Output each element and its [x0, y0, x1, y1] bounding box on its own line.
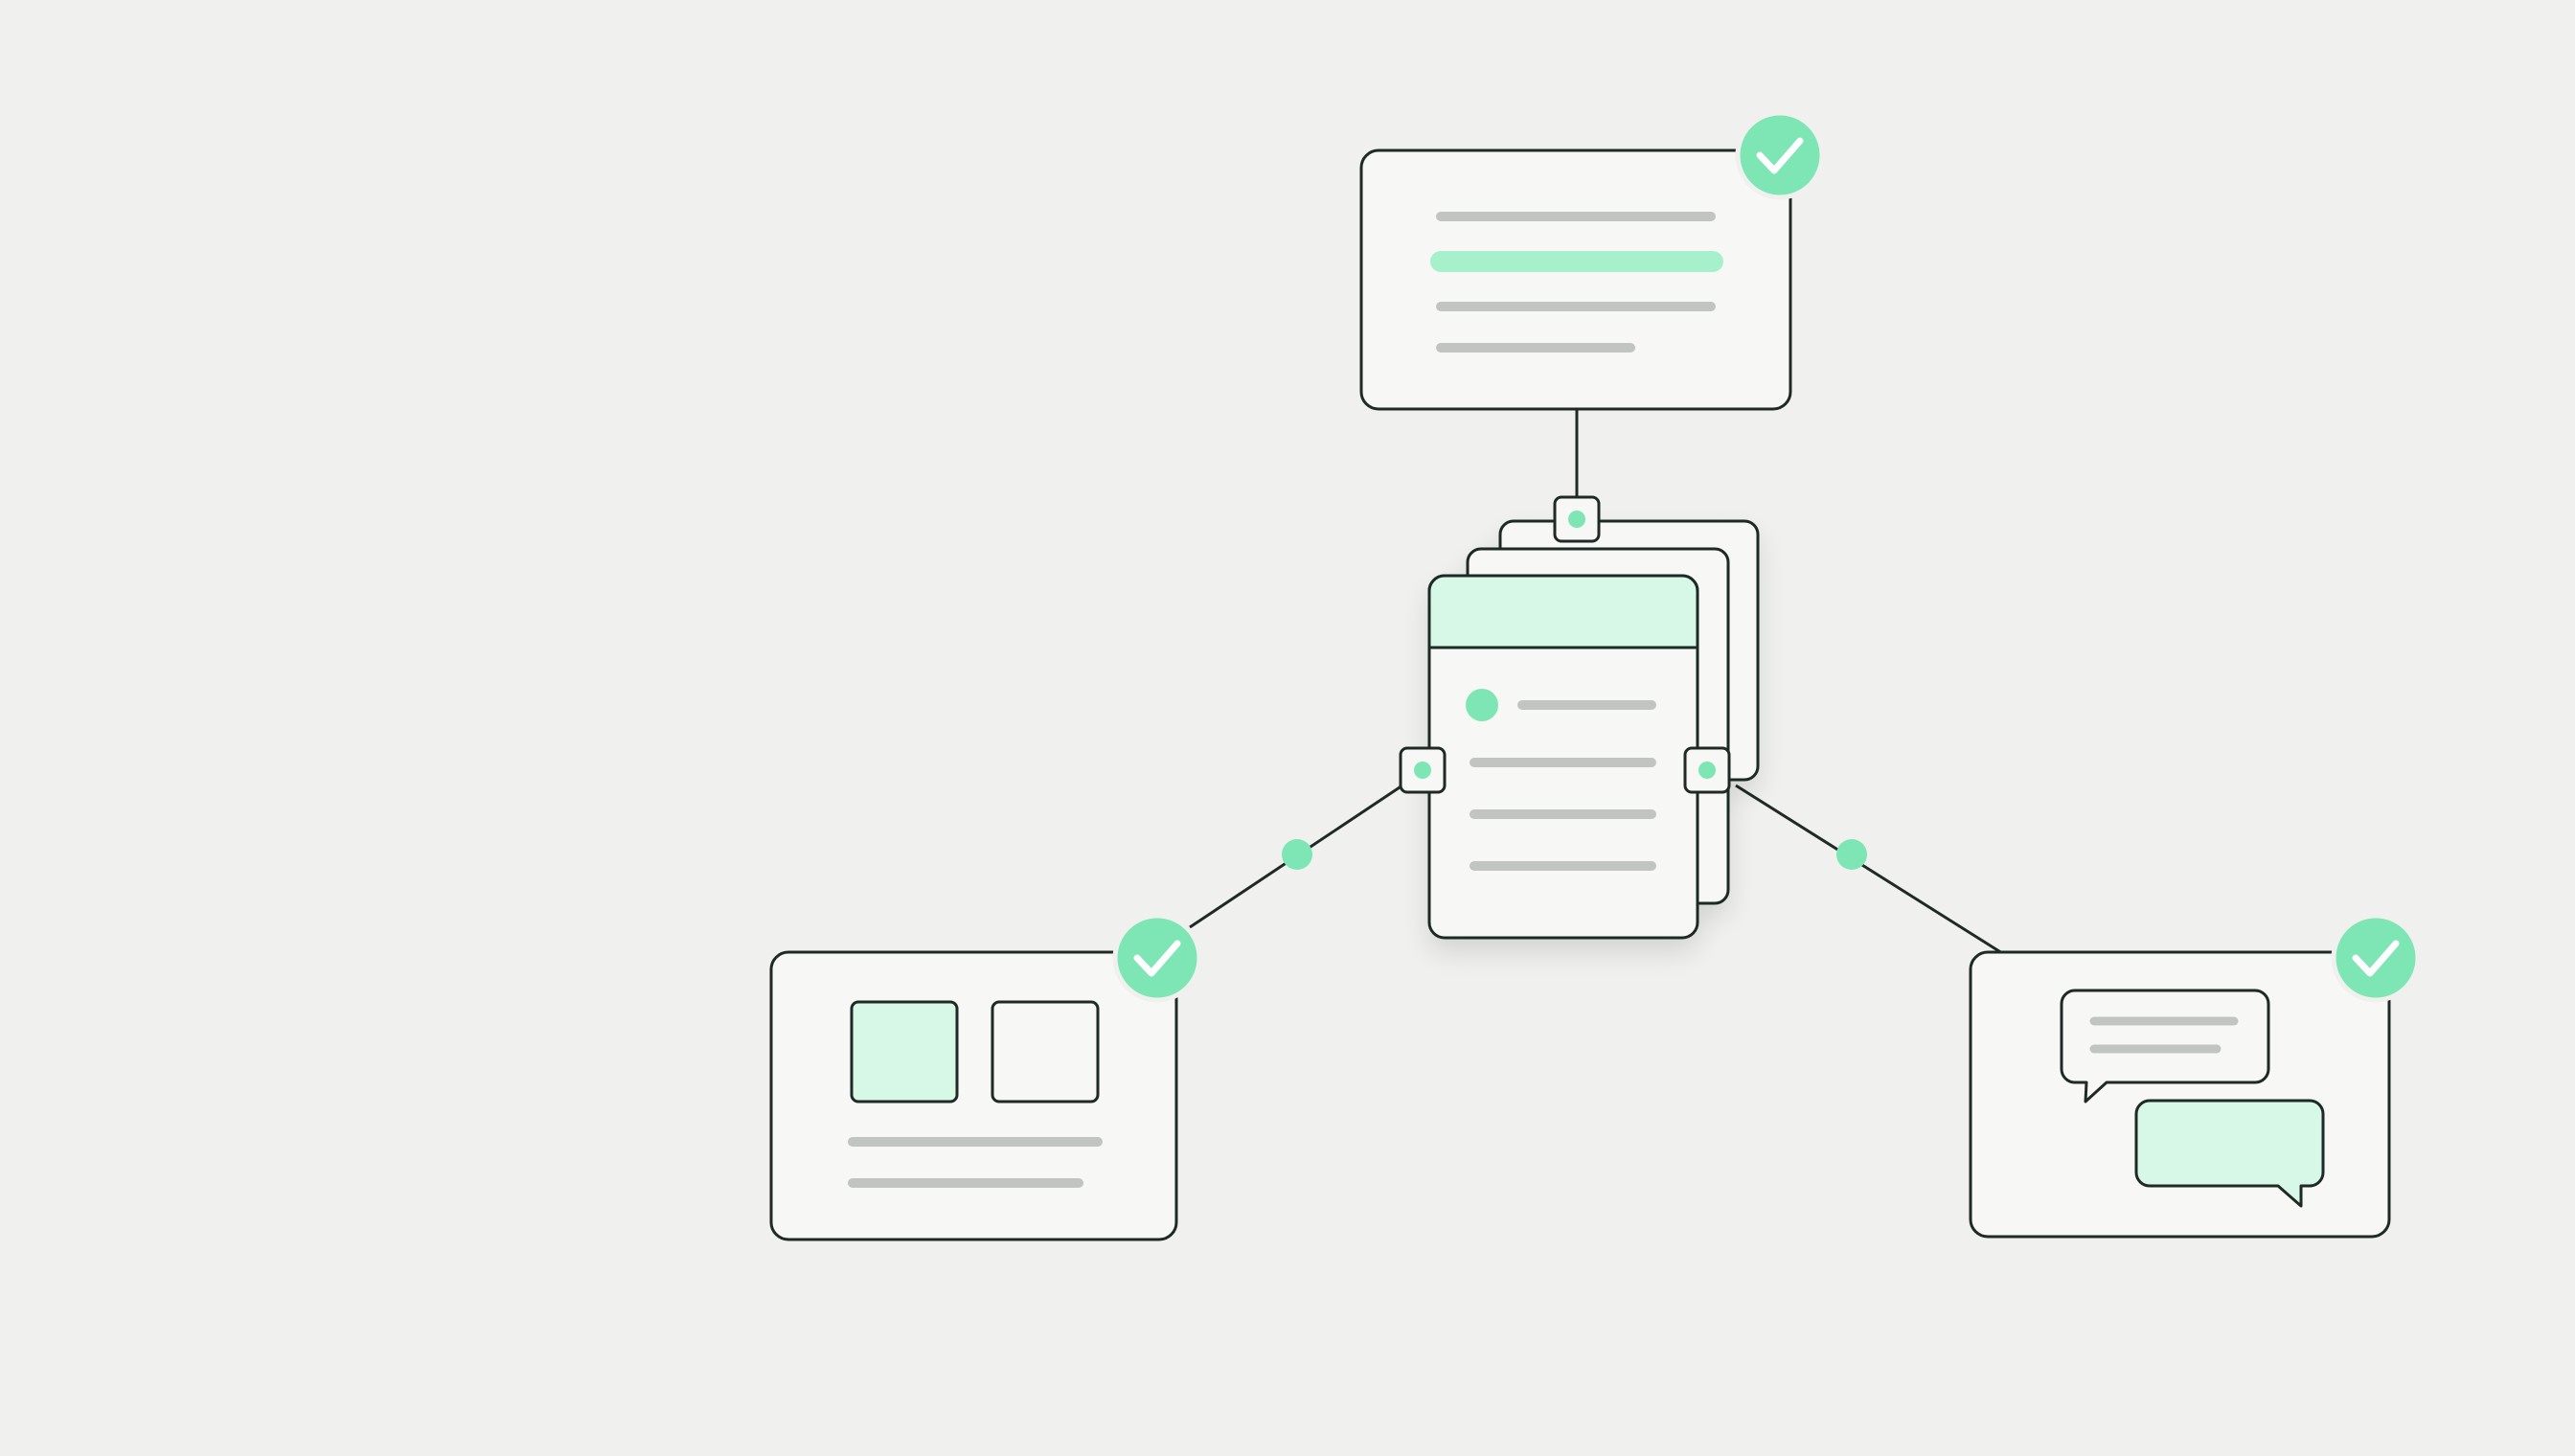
image-thumbnail [991, 1000, 1100, 1103]
stack-layer-front [1427, 574, 1699, 940]
connection-port-right[interactable] [1683, 746, 1731, 794]
document-header-band [1427, 574, 1699, 649]
chat-bubble-incoming [2060, 989, 2270, 1103]
left-card-frame [769, 950, 1178, 1241]
check-icon [1735, 110, 1825, 200]
connection-port-left[interactable] [1399, 746, 1447, 794]
top-card-frame [1359, 148, 1792, 411]
central-document-stack[interactable] [1427, 519, 1760, 940]
chat-bubble-outgoing [2134, 1099, 2325, 1208]
connection-port-top[interactable] [1553, 495, 1601, 543]
right-chat-card[interactable] [1969, 913, 2421, 1239]
connector-midpoint-dot [1836, 839, 1867, 870]
check-icon [1112, 913, 1202, 1003]
left-media-card[interactable] [769, 913, 1202, 1241]
document-bullet [1466, 689, 1498, 721]
image-thumbnail-highlighted [850, 1000, 959, 1103]
check-icon [2331, 913, 2421, 1003]
top-text-card[interactable] [1359, 110, 1825, 411]
connector-right [1735, 784, 2003, 955]
connector-midpoint-dot [1282, 839, 1312, 870]
